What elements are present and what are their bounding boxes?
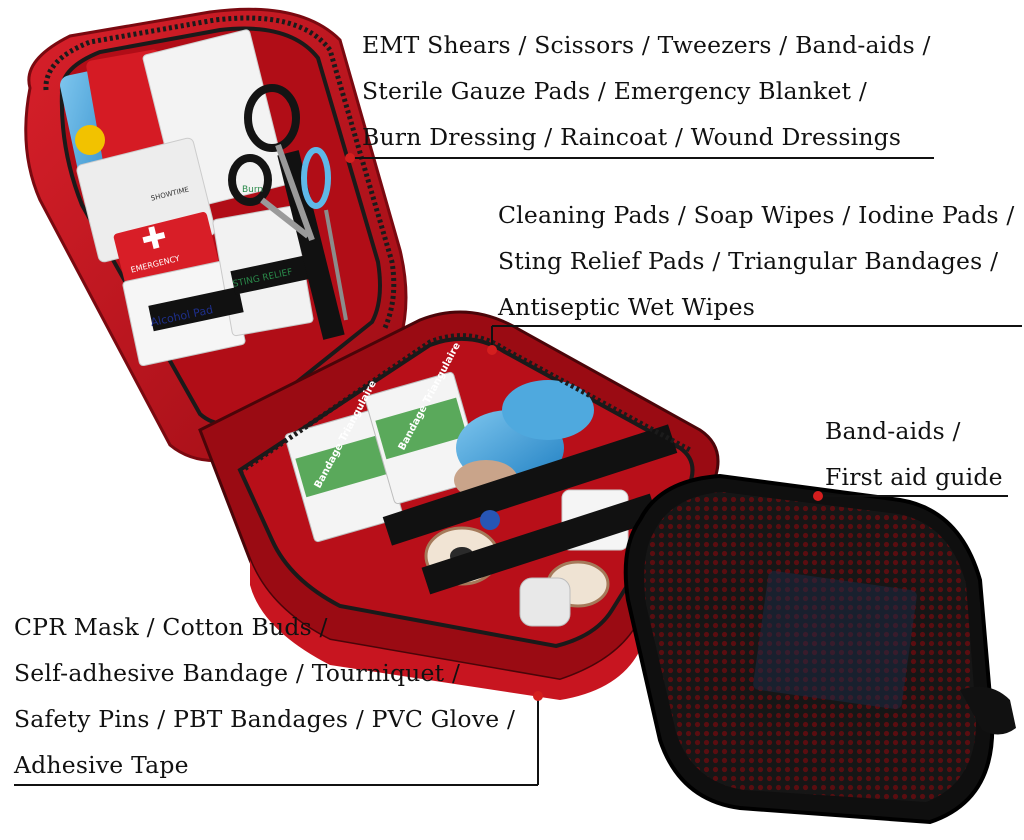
label-burn: Burn [242,185,263,195]
mesh-pouch [623,473,1016,825]
callout-cpr-mask: CPR Mask / Cotton Buds / Self-adhesive B… [14,604,515,788]
callout-line: Band-aids / [825,417,961,445]
callout-dot-2 [487,345,497,355]
callout-shears-scissors: EMT Shears / Scissors / Tweezers / Band-… [362,22,931,160]
callout-line: First aid guide [825,463,1003,491]
callout-line: Sterile Gauze Pads / Emergency Blanket / [362,77,867,105]
callout-dot-4 [533,691,543,701]
callout-line: EMT Shears / Scissors / Tweezers / Band-… [362,31,931,59]
callout-band-aids-guide: Band-aids / First aid guide [825,408,1003,500]
bag-lower-panel [198,310,720,700]
callout-cleaning-pads: Cleaning Pads / Soap Wipes / Iodine Pads… [498,192,1015,330]
callout-line: Cleaning Pads / Soap Wipes / Iodine Pads… [498,201,1015,229]
callout-line: Sting Relief Pads / Triangular Bandages … [498,247,999,275]
callout-line: Adhesive Tape [14,751,189,779]
callout-line: Antiseptic Wet Wipes [498,293,755,321]
callout-line: Safety Pins / PBT Bandages / PVC Glove / [14,705,516,733]
callout-line: Self-adhesive Bandage / Tourniquet / [14,659,461,687]
callout-line: Burn Dressing / Raincoat / Wound Dressin… [362,123,902,151]
callout-dot-1 [345,153,355,163]
callout-lines [14,153,1022,786]
callout-dot-3 [813,491,823,501]
callout-line: CPR Mask / Cotton Buds / [14,613,328,641]
bag-upper-panel [24,7,408,463]
